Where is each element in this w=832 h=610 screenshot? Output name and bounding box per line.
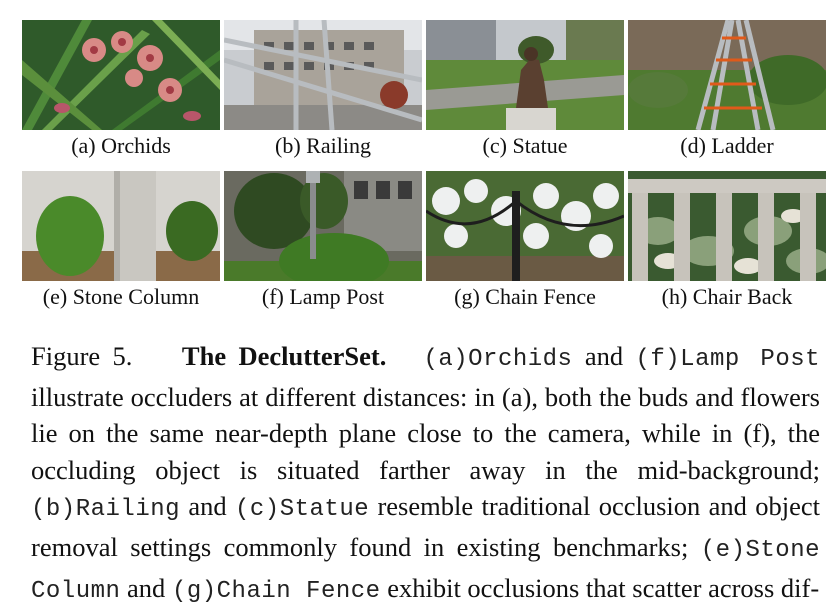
orchids-image bbox=[22, 20, 220, 130]
panel-caption: (c) Statue bbox=[482, 133, 568, 158]
ref-railing: (b)Railing bbox=[31, 496, 181, 524]
panel-caption: (h) Chair Back bbox=[661, 284, 793, 309]
panel-caption: (d) Ladder bbox=[680, 133, 774, 158]
ref-orchids: (a)Orchids bbox=[423, 346, 573, 373]
statue-image bbox=[426, 20, 624, 130]
lamp-post-image bbox=[224, 171, 422, 281]
caption-text: exhibit occlusions that scatter across d… bbox=[380, 572, 820, 603]
panel-caption: (a) Orchids bbox=[71, 133, 171, 158]
caption-text: and bbox=[180, 491, 235, 522]
caption-text: and bbox=[572, 341, 636, 371]
chain-fence-image bbox=[426, 171, 624, 281]
ladder-image bbox=[628, 20, 826, 130]
ref-chain-fence: (g)Chain Fence bbox=[171, 577, 381, 605]
panel-caption: (f) Lamp Post bbox=[261, 284, 385, 309]
ref-statue: (c)Statue bbox=[235, 496, 370, 524]
figure-row-1: (a) Orchids bbox=[22, 20, 828, 171]
figure-grid: (a) Orchids bbox=[22, 20, 828, 322]
chair-back-image bbox=[628, 171, 826, 281]
figure-row-2: (e) Stone Column (f) Lamp Post bbox=[22, 171, 828, 322]
figure-number: Figure 5. bbox=[31, 341, 133, 371]
caption-text: resemble traditional occlusion and objec… bbox=[31, 491, 820, 562]
ref-lamp-post: (f)Lamp Post bbox=[635, 346, 821, 373]
ref-stone-column: (e)Stone Column bbox=[31, 536, 820, 605]
panel-caption: (e) Stone Column bbox=[42, 284, 200, 309]
caption-text: illustrate occluders at different distan… bbox=[31, 381, 820, 485]
figure-title: The DeclutterSet. bbox=[181, 341, 387, 371]
panel-caption: (b) Railing bbox=[275, 133, 371, 158]
panel-caption: (g) Chain Fence bbox=[454, 284, 596, 309]
caption-text: and bbox=[120, 572, 172, 603]
figure-caption: Figure 5. The DeclutterSet. (a)Orchids a… bbox=[31, 338, 820, 610]
stone-column-image bbox=[22, 171, 220, 281]
railing-image bbox=[224, 20, 422, 130]
